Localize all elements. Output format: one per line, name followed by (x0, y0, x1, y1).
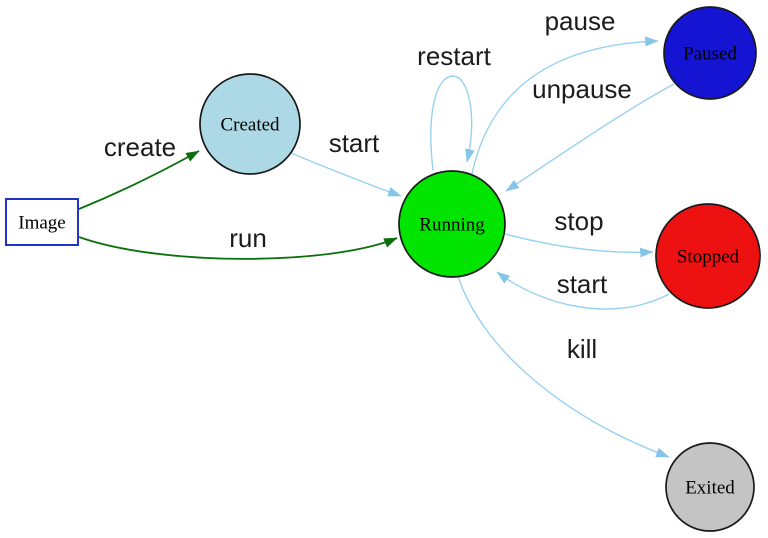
edge-layer (78, 36, 675, 458)
stopped-node-label: Stopped (677, 247, 740, 268)
node-running: Running (398, 170, 506, 278)
edge-create (78, 150, 200, 210)
edge-stop (504, 233, 654, 258)
running-node-label: Running (419, 215, 485, 236)
edge-label-restart: restart (417, 41, 491, 71)
edge-label-run: run (229, 223, 267, 253)
edge-label-create: create (104, 132, 176, 162)
created-node-circle (199, 73, 301, 175)
edge-kill (457, 275, 670, 458)
edge-restart-self-loop (430, 75, 475, 171)
edge-start-stopped-running (496, 271, 670, 310)
image-node-label: Image (18, 213, 65, 234)
edge-run (78, 236, 398, 260)
image-node-box (5, 198, 79, 246)
edge-label-pause: pause (545, 6, 616, 36)
edge-start-created-running (290, 152, 402, 197)
edge-label-stop: stop (554, 206, 603, 236)
stopped-node-circle (655, 203, 761, 309)
created-node-label: Created (220, 115, 280, 136)
node-stopped: Stopped (655, 203, 761, 309)
exited-node-label: Exited (685, 478, 735, 499)
edge-label-start-2: start (557, 269, 608, 299)
edge-label-unpause: unpause (532, 74, 632, 104)
node-exited: Exited (665, 442, 755, 532)
node-paused: Paused (663, 6, 757, 100)
edge-label-start-1: start (329, 128, 380, 158)
exited-node-circle (665, 442, 755, 532)
edge-unpause (505, 83, 675, 192)
edge-pause (471, 36, 659, 175)
paused-node-label: Paused (683, 44, 737, 65)
running-node-circle (398, 170, 506, 278)
edge-label-kill: kill (567, 334, 597, 364)
edge-label-layer: create run start restart pause unpause s… (104, 6, 632, 364)
node-layer: Image Created Running Paused Stopped Exi… (5, 6, 761, 532)
paused-node-circle (663, 6, 757, 100)
node-image: Image (5, 198, 79, 246)
node-created: Created (199, 73, 301, 175)
